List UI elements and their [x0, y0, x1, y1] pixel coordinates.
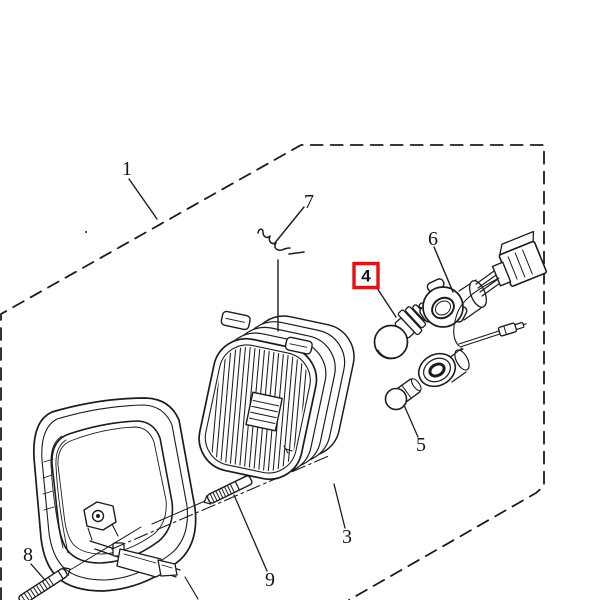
headlight-bulb: [373, 301, 432, 360]
part-label-6[interactable]: 6: [428, 228, 438, 250]
part-1-callout: 1: [122, 158, 158, 220]
part-label-1[interactable]: 1: [122, 158, 132, 180]
selected-part-marker[interactable]: [352, 261, 380, 290]
leader-line-5: [403, 404, 419, 438]
headlight-lens-unit: [198, 310, 355, 481]
lens-mold-mark: [283, 445, 293, 454]
leader-line-6: [433, 246, 454, 293]
part-label-7[interactable]: 7: [304, 191, 314, 213]
leader-line-1: [128, 178, 158, 220]
wire-harness: [475, 260, 515, 297]
pilot-socket: [417, 347, 470, 388]
part-7-callout: 7: [273, 191, 314, 245]
screw-8-axis-line: [69, 526, 142, 571]
bullet-terminal: [497, 321, 527, 337]
leader-line-9: [233, 494, 268, 572]
pilot-bulb-glass: [384, 387, 408, 411]
part-label-8[interactable]: 8: [23, 544, 33, 566]
part-label-3[interactable]: 3: [342, 526, 352, 548]
part-label-5[interactable]: 5: [416, 434, 426, 456]
pilot-bulb: [384, 378, 422, 411]
part-4-callout: 4: [352, 261, 397, 318]
part-9-callout: 9: [233, 494, 275, 591]
part-5-callout: 5: [403, 404, 426, 456]
assembly-boundary: [0, 144, 545, 600]
socket-ring: [422, 286, 464, 328]
leader-line-4: [376, 287, 397, 318]
lens-mount-tabs: [220, 310, 313, 355]
bulb-socket-assembly: [419, 230, 547, 348]
wire-clip: [257, 228, 305, 332]
assembly-centerline: [111, 454, 332, 550]
part-label-4[interactable]: 4: [361, 267, 371, 286]
part-8-callout: 8: [23, 544, 46, 581]
headlight-rim: [32, 397, 199, 600]
leader-line-8: [30, 563, 46, 581]
part-label-9[interactable]: 9: [265, 569, 275, 591]
print-speck: [85, 231, 87, 233]
rim-leader-line: [184, 576, 199, 600]
pigtail-wire: [453, 277, 500, 347]
rim-bottom-rail: [89, 540, 181, 578]
bulb-glass: [373, 324, 409, 360]
screw-9: [203, 475, 253, 505]
harness-connector: [491, 230, 547, 287]
rim-mount-bracket-left: [83, 501, 119, 541]
lens-center-badge: [245, 391, 283, 432]
screw-8: [18, 567, 71, 600]
part-3-callout: 3: [333, 483, 352, 548]
leader-line-7: [273, 206, 305, 245]
screw-9-axis-line: [151, 500, 206, 525]
part-6-callout: 6: [428, 228, 454, 293]
leader-line-3: [333, 483, 346, 529]
rim-wall-hatching: [42, 458, 55, 511]
